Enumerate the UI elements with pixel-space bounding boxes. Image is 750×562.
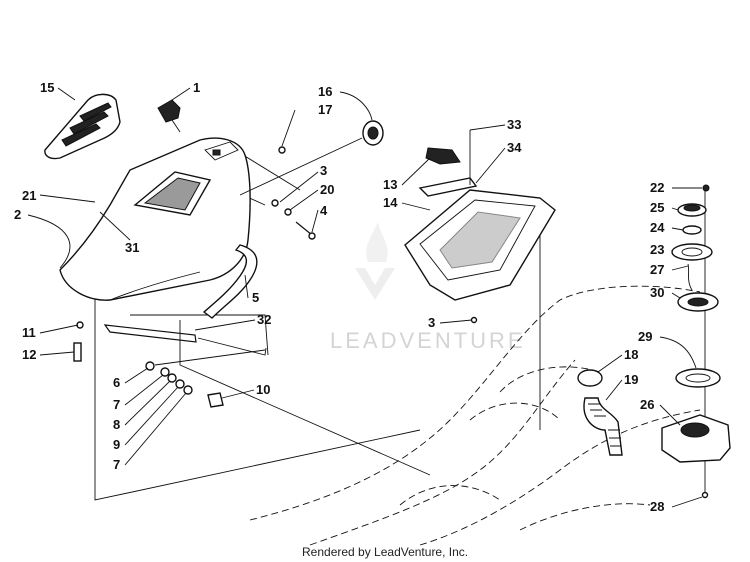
part-14-bin (404, 189, 556, 324)
callout-29: 29 (638, 329, 652, 344)
filler-stack (671, 184, 721, 388)
part-15-pad (44, 93, 121, 160)
footer-credit: Rendered by LeadVenture, Inc. (302, 545, 468, 559)
hardware-stack (145, 361, 224, 408)
callout-31: 31 (125, 240, 139, 255)
callout-32: 32 (257, 312, 271, 327)
callout-22: 22 (650, 180, 664, 195)
callout-26: 26 (640, 397, 654, 412)
callout-28: 28 (650, 499, 664, 514)
part-13-latch (418, 130, 478, 197)
callout-19: 19 (624, 372, 638, 387)
callout-15: 15 (40, 80, 54, 95)
callout-4: 4 (320, 203, 328, 218)
part-16-cap (239, 120, 384, 196)
callout-10: 10 (256, 382, 270, 397)
callout-13: 13 (383, 177, 397, 192)
callout-18: 18 (624, 347, 638, 362)
callout-21: 21 (22, 188, 36, 203)
callout-14: 14 (383, 195, 398, 210)
callout-23: 23 (650, 242, 664, 257)
part-19-hose (577, 369, 623, 456)
callout-7b: 7 (113, 457, 120, 472)
callout-8: 8 (113, 417, 120, 432)
callout-6: 6 (113, 375, 120, 390)
callout-33: 33 (507, 117, 521, 132)
part-32-bracket (103, 324, 267, 356)
hardware-3-20-4 (271, 199, 316, 240)
callout-leaders (27, 87, 703, 508)
callout-12: 12 (22, 347, 36, 362)
callout-27: 27 (650, 262, 664, 277)
callout-labels: 15 1 16 17 3 20 4 21 2 31 5 32 11 12 6 7… (14, 80, 665, 514)
part-17-clip (278, 146, 286, 154)
callout-20: 20 (320, 182, 334, 197)
part-1-latch (157, 99, 181, 133)
callout-3b: 3 (428, 315, 435, 330)
part-2-console (59, 137, 251, 301)
callout-5: 5 (252, 290, 259, 305)
hardware-11-12 (73, 321, 84, 362)
watermark-logo (355, 222, 395, 300)
part-26-base (661, 414, 731, 499)
callout-30: 30 (650, 285, 664, 300)
callout-25: 25 (650, 200, 664, 215)
callout-3: 3 (320, 163, 327, 178)
callout-11: 11 (22, 325, 36, 340)
callout-17: 17 (318, 102, 332, 117)
callout-16: 16 (318, 84, 332, 99)
callout-9: 9 (113, 437, 120, 452)
callout-2: 2 (14, 207, 21, 222)
watermark-text: LEADVENTURE (330, 328, 526, 353)
callout-34: 34 (507, 140, 522, 155)
callout-1: 1 (193, 80, 200, 95)
callout-24: 24 (650, 220, 665, 235)
vehicle-body-outline (249, 285, 701, 546)
callout-7: 7 (113, 397, 120, 412)
